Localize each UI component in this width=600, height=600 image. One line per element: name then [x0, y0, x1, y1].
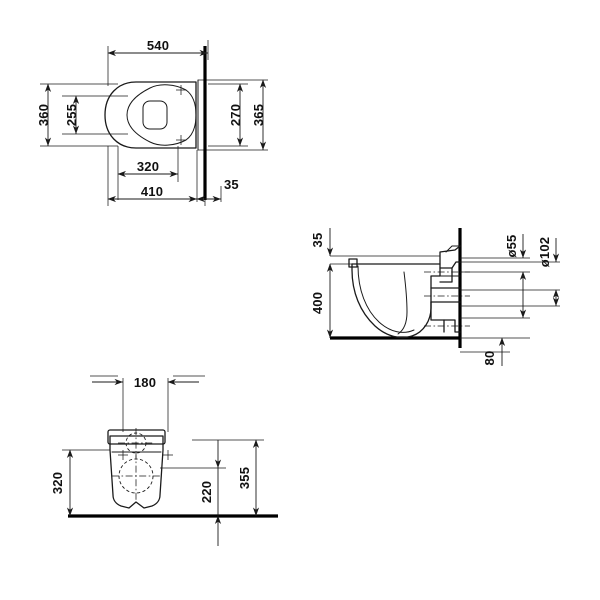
front-view-hidden-openings — [112, 428, 160, 500]
side-dim-d102-label: ø102 — [537, 237, 552, 267]
side-dim-d55-label: ø55 — [504, 234, 519, 257]
top-view-bowl-outline — [104, 81, 197, 149]
front-dim-180-label: 180 — [134, 375, 156, 390]
side-view-bowl-profile — [348, 245, 470, 339]
front-view-group: 180 320 220 355 — [50, 375, 278, 546]
front-dim-320-label: 320 — [50, 472, 65, 494]
front-dim-355-label: 355 — [237, 467, 252, 489]
top-dim-35-label: 35 — [224, 177, 239, 192]
side-view-group: 35 400 ø55 ø102 80 — [310, 228, 560, 366]
front-dim-220-label: 220 — [199, 481, 214, 503]
top-dim-270-label: 270 — [228, 104, 243, 126]
top-dim-320-label: 320 — [137, 159, 159, 174]
top-view-dimension-270: 270 — [228, 83, 244, 146]
side-dim-400-label: 400 — [310, 292, 325, 314]
front-view-fixing-marks — [118, 450, 173, 460]
top-dim-255-label: 255 — [64, 104, 79, 126]
top-dim-360-label: 360 — [36, 104, 51, 126]
top-view-dimension-255: 255 — [64, 95, 80, 134]
side-dim-35-label: 35 — [310, 233, 325, 248]
front-view-dimension-355: 355 — [237, 439, 260, 516]
front-view-dimension-220: 220 — [199, 440, 222, 546]
front-view-dimension-320: 320 — [50, 449, 74, 516]
top-view-group: 540 360 255 270 365 320 41 — [36, 38, 268, 206]
top-view-dimension-320: 320 — [117, 159, 178, 178]
side-dim-80-label: 80 — [482, 351, 497, 366]
top-view-fixing-marks — [176, 85, 186, 145]
top-view-dimension-35: 35 — [196, 177, 239, 203]
top-dim-540-label: 540 — [147, 38, 169, 53]
top-view-dimension-360: 360 — [36, 83, 52, 146]
front-view-extension-lines — [62, 375, 264, 469]
top-view-dimension-365: 365 — [251, 79, 267, 150]
top-view-dimension-540: 540 — [107, 38, 208, 57]
top-view-dimension-410: 410 — [107, 184, 197, 203]
front-view-dimension-180: 180 — [92, 375, 199, 390]
front-view-bowl-outline — [107, 429, 166, 509]
side-view-dimension-400: 400 — [310, 263, 334, 338]
side-view-extension-lines — [330, 255, 560, 353]
side-view-dimension-diameter-55: ø55 — [504, 234, 527, 318]
side-view-dimension-diameter-102: ø102 — [537, 237, 560, 306]
top-dim-365-label: 365 — [251, 104, 266, 126]
top-dim-410-label: 410 — [141, 184, 163, 199]
side-view-dimension-35: 35 — [310, 228, 334, 256]
side-view-dimension-80: 80 — [482, 337, 506, 366]
